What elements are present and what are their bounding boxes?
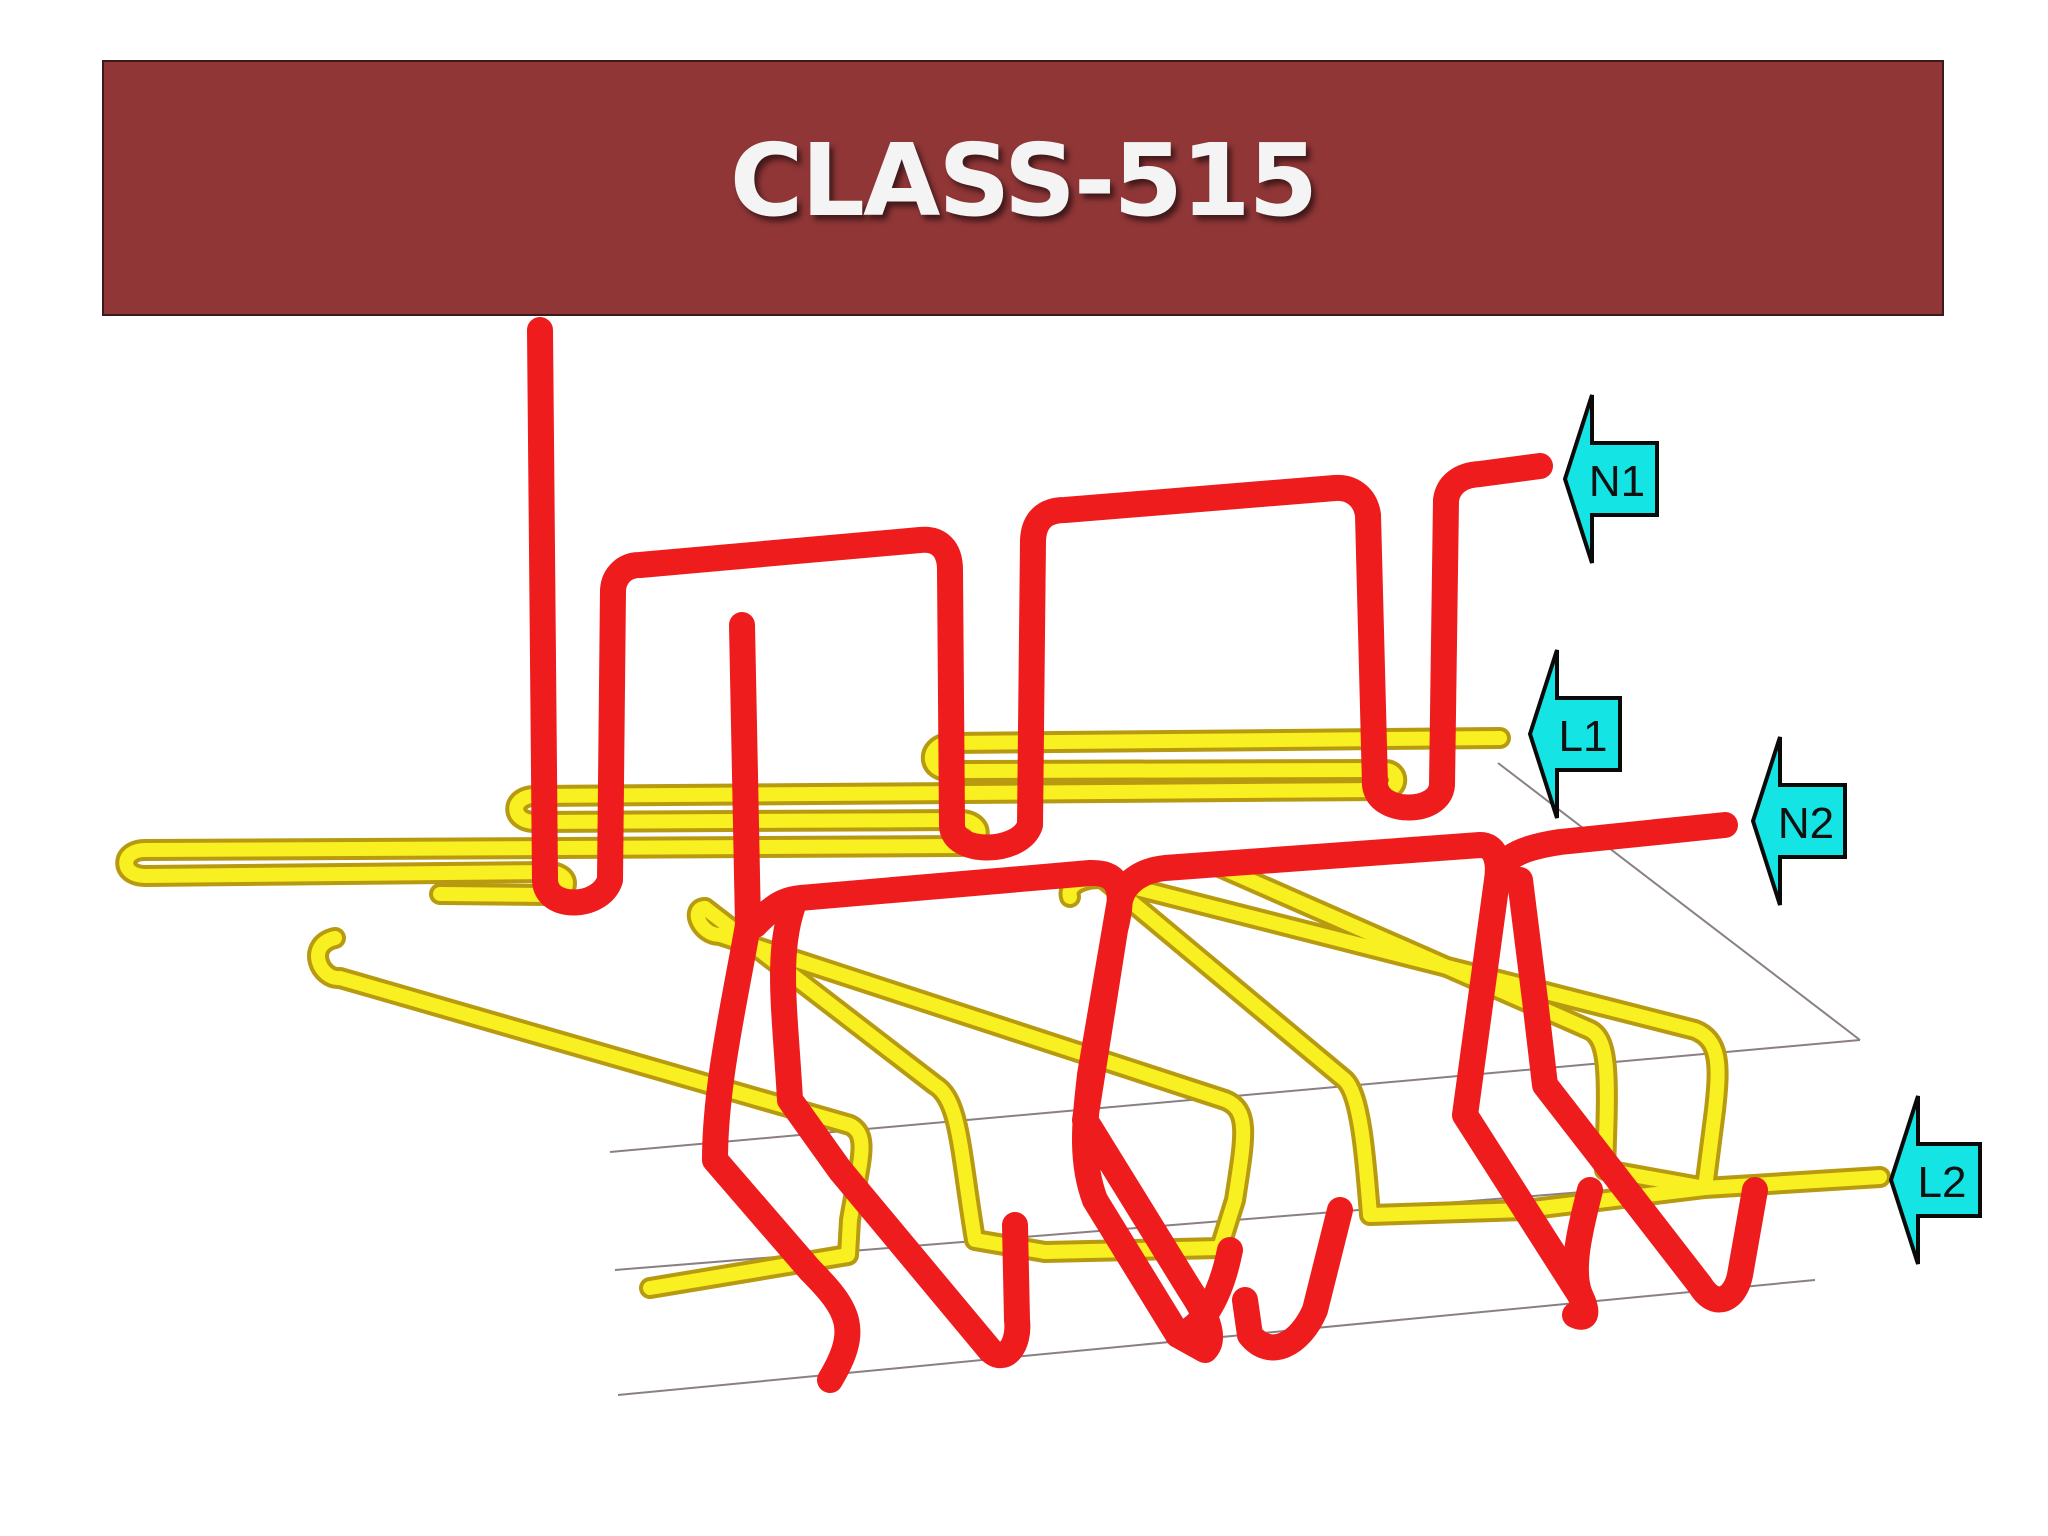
arrow-label-n2: N2 (1750, 736, 1847, 906)
label-n1: N1 (1589, 457, 1645, 506)
looper-thread (115, 727, 1891, 1299)
arrow-label-l1: L1 (1527, 649, 1622, 819)
arrow-label-n1: N1 (1562, 394, 1659, 564)
label-n2: N2 (1778, 799, 1834, 848)
needle-thread (527, 317, 1768, 1393)
label-l2: L2 (1918, 1158, 1967, 1207)
arrow-label-l2: L2 (1888, 1095, 1982, 1265)
title-banner: CLASS-515 (102, 60, 1944, 316)
slide-title: CLASS-515 (729, 121, 1318, 239)
label-l1: L1 (1559, 712, 1608, 761)
